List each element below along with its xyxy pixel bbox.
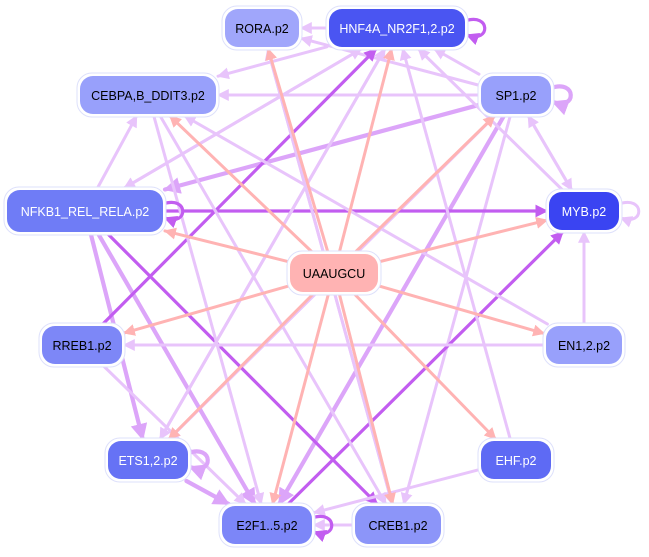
node-body: [225, 9, 299, 47]
node-label: RORA.p2: [235, 22, 289, 36]
tf-node-ehf[interactable]: EHF.p2: [477, 437, 555, 483]
tf-node-ets12[interactable]: ETS1,2.p2: [104, 437, 192, 483]
mirna-edge-to-myb: [378, 216, 549, 264]
edge-hnf4a-to-nfkb1: [122, 47, 363, 190]
node-body: [222, 506, 312, 544]
mirna-edge-to-e2f: [269, 292, 330, 506]
tf-node-en12[interactable]: EN1,2.p2: [542, 322, 626, 368]
edge-myb-to-sp1: [526, 114, 574, 192]
edge-nfkb1-to-e2f: [96, 231, 257, 507]
node-label: E2F1..5.p2: [236, 519, 297, 533]
self-loop-e2f: [311, 514, 334, 543]
mirna-edge-to-rreb1: [122, 284, 290, 336]
tf-node-cebpa[interactable]: CEBPA,B_DDIT3.p2: [76, 72, 220, 118]
node-label: NFKB1_REL_RELA.p2: [21, 205, 150, 219]
mirna-edge-to-rora: [265, 47, 330, 254]
edge-sp1-to-hnf4a: [432, 47, 481, 76]
node-body: [42, 326, 122, 364]
node-label: UAAUGCU: [303, 267, 366, 281]
edge-nfkb1-to-cebpa: [95, 114, 139, 190]
node-body: [80, 76, 216, 114]
self-loop-sp1: [550, 84, 573, 116]
node-label: ETS1,2.p2: [118, 454, 177, 468]
node-body: [549, 192, 619, 230]
edge-ets12-to-e2f: [184, 478, 231, 507]
node-body: [355, 506, 441, 544]
node-body: [329, 9, 465, 47]
tf-node-hnf4a[interactable]: HNF4A_NR2F1,2.p2: [325, 5, 469, 51]
node-label: SP1.p2: [495, 89, 536, 103]
mirna-edge-to-hnf4a: [337, 47, 395, 254]
node-label: HNF4A_NR2F1,2.p2: [339, 22, 454, 36]
mirna-edge-to-sp1: [353, 114, 497, 254]
mirna-edge-to-nfkb1: [163, 227, 290, 264]
node-label: EN1,2.p2: [558, 339, 610, 353]
node-label: CREB1.p2: [368, 519, 427, 533]
mirna-edge-to-cebpa: [168, 114, 314, 254]
mirna-edge-to-creb1: [337, 292, 396, 506]
edge-sp1-to-creb1: [400, 114, 512, 506]
node-label: MYB.p2: [562, 205, 607, 219]
self-loop-hnf4a: [464, 17, 487, 46]
mirna-edge-to-ehf: [352, 292, 498, 441]
edge-hnf4a-to-ets12: [158, 47, 387, 441]
self-loops-layer: [162, 17, 641, 543]
node-label: RREB1.p2: [52, 339, 111, 353]
tf-node-rreb1[interactable]: RREB1.p2: [38, 322, 126, 368]
node-label: EHF.p2: [496, 454, 537, 468]
node-body: [481, 441, 551, 479]
tf-node-e2f[interactable]: E2F1..5.p2: [218, 502, 316, 548]
edges-layer: [88, 22, 590, 531]
mirna-node[interactable]: UAAUGCU: [286, 250, 382, 296]
edge-cebpa-to-creb1: [158, 114, 388, 506]
node-body: [546, 326, 622, 364]
node-label: CEBPA,B_DDIT3.p2: [91, 89, 205, 103]
tf-node-rora[interactable]: RORA.p2: [221, 5, 303, 51]
edge-rreb1-to-hnf4a: [101, 47, 378, 326]
edge-sp1-to-e2f: [277, 113, 506, 507]
self-loop-ets12: [187, 449, 210, 481]
tf-node-sp1[interactable]: SP1.p2: [477, 72, 555, 118]
mirna-edge-to-ets12: [167, 292, 315, 441]
tf-node-myb[interactable]: MYB.p2: [545, 188, 623, 234]
tf-node-nfkb1[interactable]: NFKB1_REL_RELA.p2: [3, 186, 167, 236]
edge-ehf-to-e2f: [312, 468, 481, 516]
node-body: [481, 76, 551, 114]
tf-node-creb1[interactable]: CREB1.p2: [351, 502, 445, 548]
node-body: [108, 441, 188, 479]
edge-sp1-to-nfkb1: [162, 102, 482, 194]
self-loop-nfkb1: [162, 200, 185, 229]
node-body: [7, 190, 163, 232]
mirna-edge-to-en12: [378, 284, 546, 337]
self-loop-myb: [618, 200, 641, 228]
edge-en12-to-cebpa: [183, 114, 549, 326]
node-body: [290, 254, 378, 292]
